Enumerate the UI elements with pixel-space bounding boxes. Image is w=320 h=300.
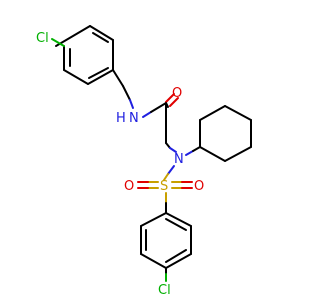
benzyl-ch2-bond xyxy=(112,69,124,87)
carbonyl-o-label: O xyxy=(172,86,182,101)
s-label: S xyxy=(160,179,168,194)
cl-bottom-label: Cl xyxy=(158,283,171,298)
top-chlorophenyl-ring xyxy=(55,25,114,85)
nh-label: N xyxy=(129,111,139,126)
bottom-chlorophenyl-ring xyxy=(140,212,192,269)
cyclohexyl-ring xyxy=(199,105,252,162)
molecule-structure: Cl N H O N S O O xyxy=(36,25,252,298)
sulfonyl-o-right-label: O xyxy=(194,179,204,194)
h-label: H xyxy=(116,111,126,126)
sulfonyl-o-left-label: O xyxy=(124,179,134,194)
cl-top-label: Cl xyxy=(36,31,49,46)
sulfonamide-n-label: N xyxy=(174,152,184,167)
